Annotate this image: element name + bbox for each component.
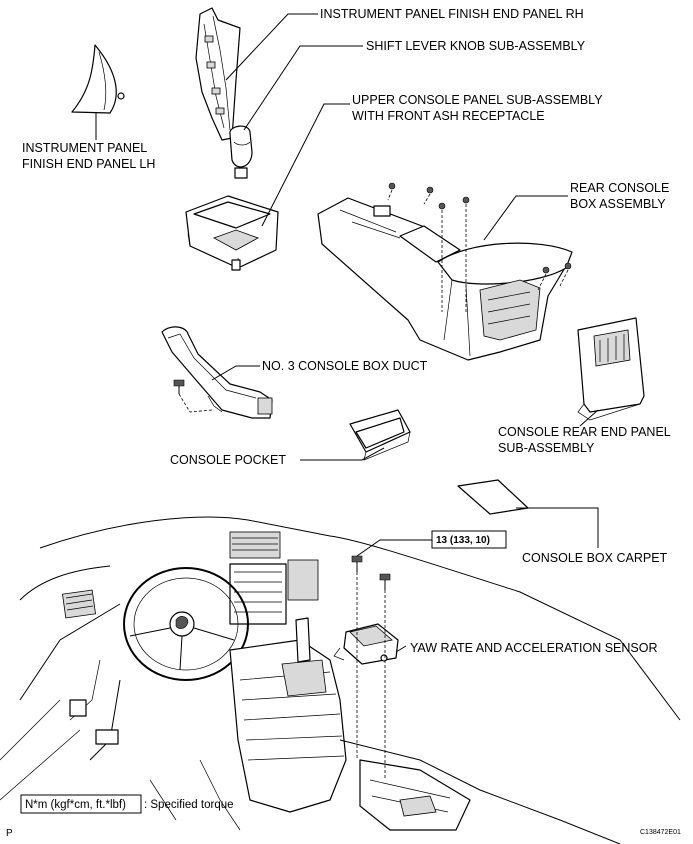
console-rear-end-panel [577, 317, 645, 421]
leader-duct [211, 365, 260, 381]
label-upper-console-1: UPPER CONSOLE PANEL SUB-ASSEMBLY [352, 93, 603, 107]
label-panel-lh-1: INSTRUMENT PANEL [22, 141, 147, 155]
label-carpet: CONSOLE BOX CARPET [522, 551, 668, 565]
upper-console-panel [185, 195, 279, 271]
console-box-duct [161, 326, 273, 419]
legend-units: N*m (kgf*cm, ft.*lbf) [25, 799, 126, 811]
leader-rear-console [483, 195, 568, 241]
rear-console-screws [387, 182, 572, 312]
yaw-rate-sensor [333, 623, 399, 665]
label-shift-knob: SHIFT LEVER KNOB SUB-ASSEMBLY [366, 39, 586, 53]
leader-carpet [516, 507, 599, 548]
legend: N*m (kgf*cm, ft.*lbf) : Specified torque [20, 794, 234, 814]
finish-end-panel-lh [71, 44, 125, 114]
leader-pocket [300, 447, 385, 461]
label-yaw: YAW RATE AND ACCELERATION SENSOR [410, 641, 658, 655]
legend-description: : Specified torque [144, 799, 234, 811]
rear-console-box [317, 197, 573, 361]
leader-shift-knob [243, 45, 363, 131]
console-box-carpet [457, 479, 529, 515]
torque-value: 13 (133, 10) [436, 535, 490, 546]
leader-rear-end [579, 409, 599, 427]
shift-lever-knob [229, 125, 253, 179]
label-rear-console-2: BOX ASSEMBLY [570, 197, 666, 211]
label-rear-end-2: SUB-ASSEMBLY [498, 441, 595, 455]
label-duct: NO. 3 CONSOLE BOX DUCT [262, 359, 428, 373]
yaw-sensor-bolts [351, 539, 432, 780]
figure-code: C138472E01 [640, 829, 681, 836]
leader-upper-console [261, 103, 350, 227]
duct-screw [173, 379, 213, 413]
label-pocket: CONSOLE POCKET [170, 453, 286, 467]
leader-panel-rh [225, 13, 318, 81]
torque-spec-box: 13 (133, 10) [431, 530, 507, 549]
label-panel-rh: INSTRUMENT PANEL FINISH END PANEL RH [320, 7, 584, 21]
label-panel-lh-2: FINISH END PANEL LH [22, 157, 155, 171]
leader-yaw [395, 645, 407, 653]
label-rear-end-1: CONSOLE REAR END PANEL [498, 425, 671, 439]
vehicle-interior [0, 516, 681, 844]
label-rear-console-1: REAR CONSOLE [570, 181, 669, 195]
console-pocket [349, 409, 411, 461]
finish-end-panel-rh [195, 7, 241, 141]
corner-mark-left: P [6, 828, 13, 839]
label-upper-console-2: WITH FRONT ASH RECEPTACLE [352, 109, 545, 123]
